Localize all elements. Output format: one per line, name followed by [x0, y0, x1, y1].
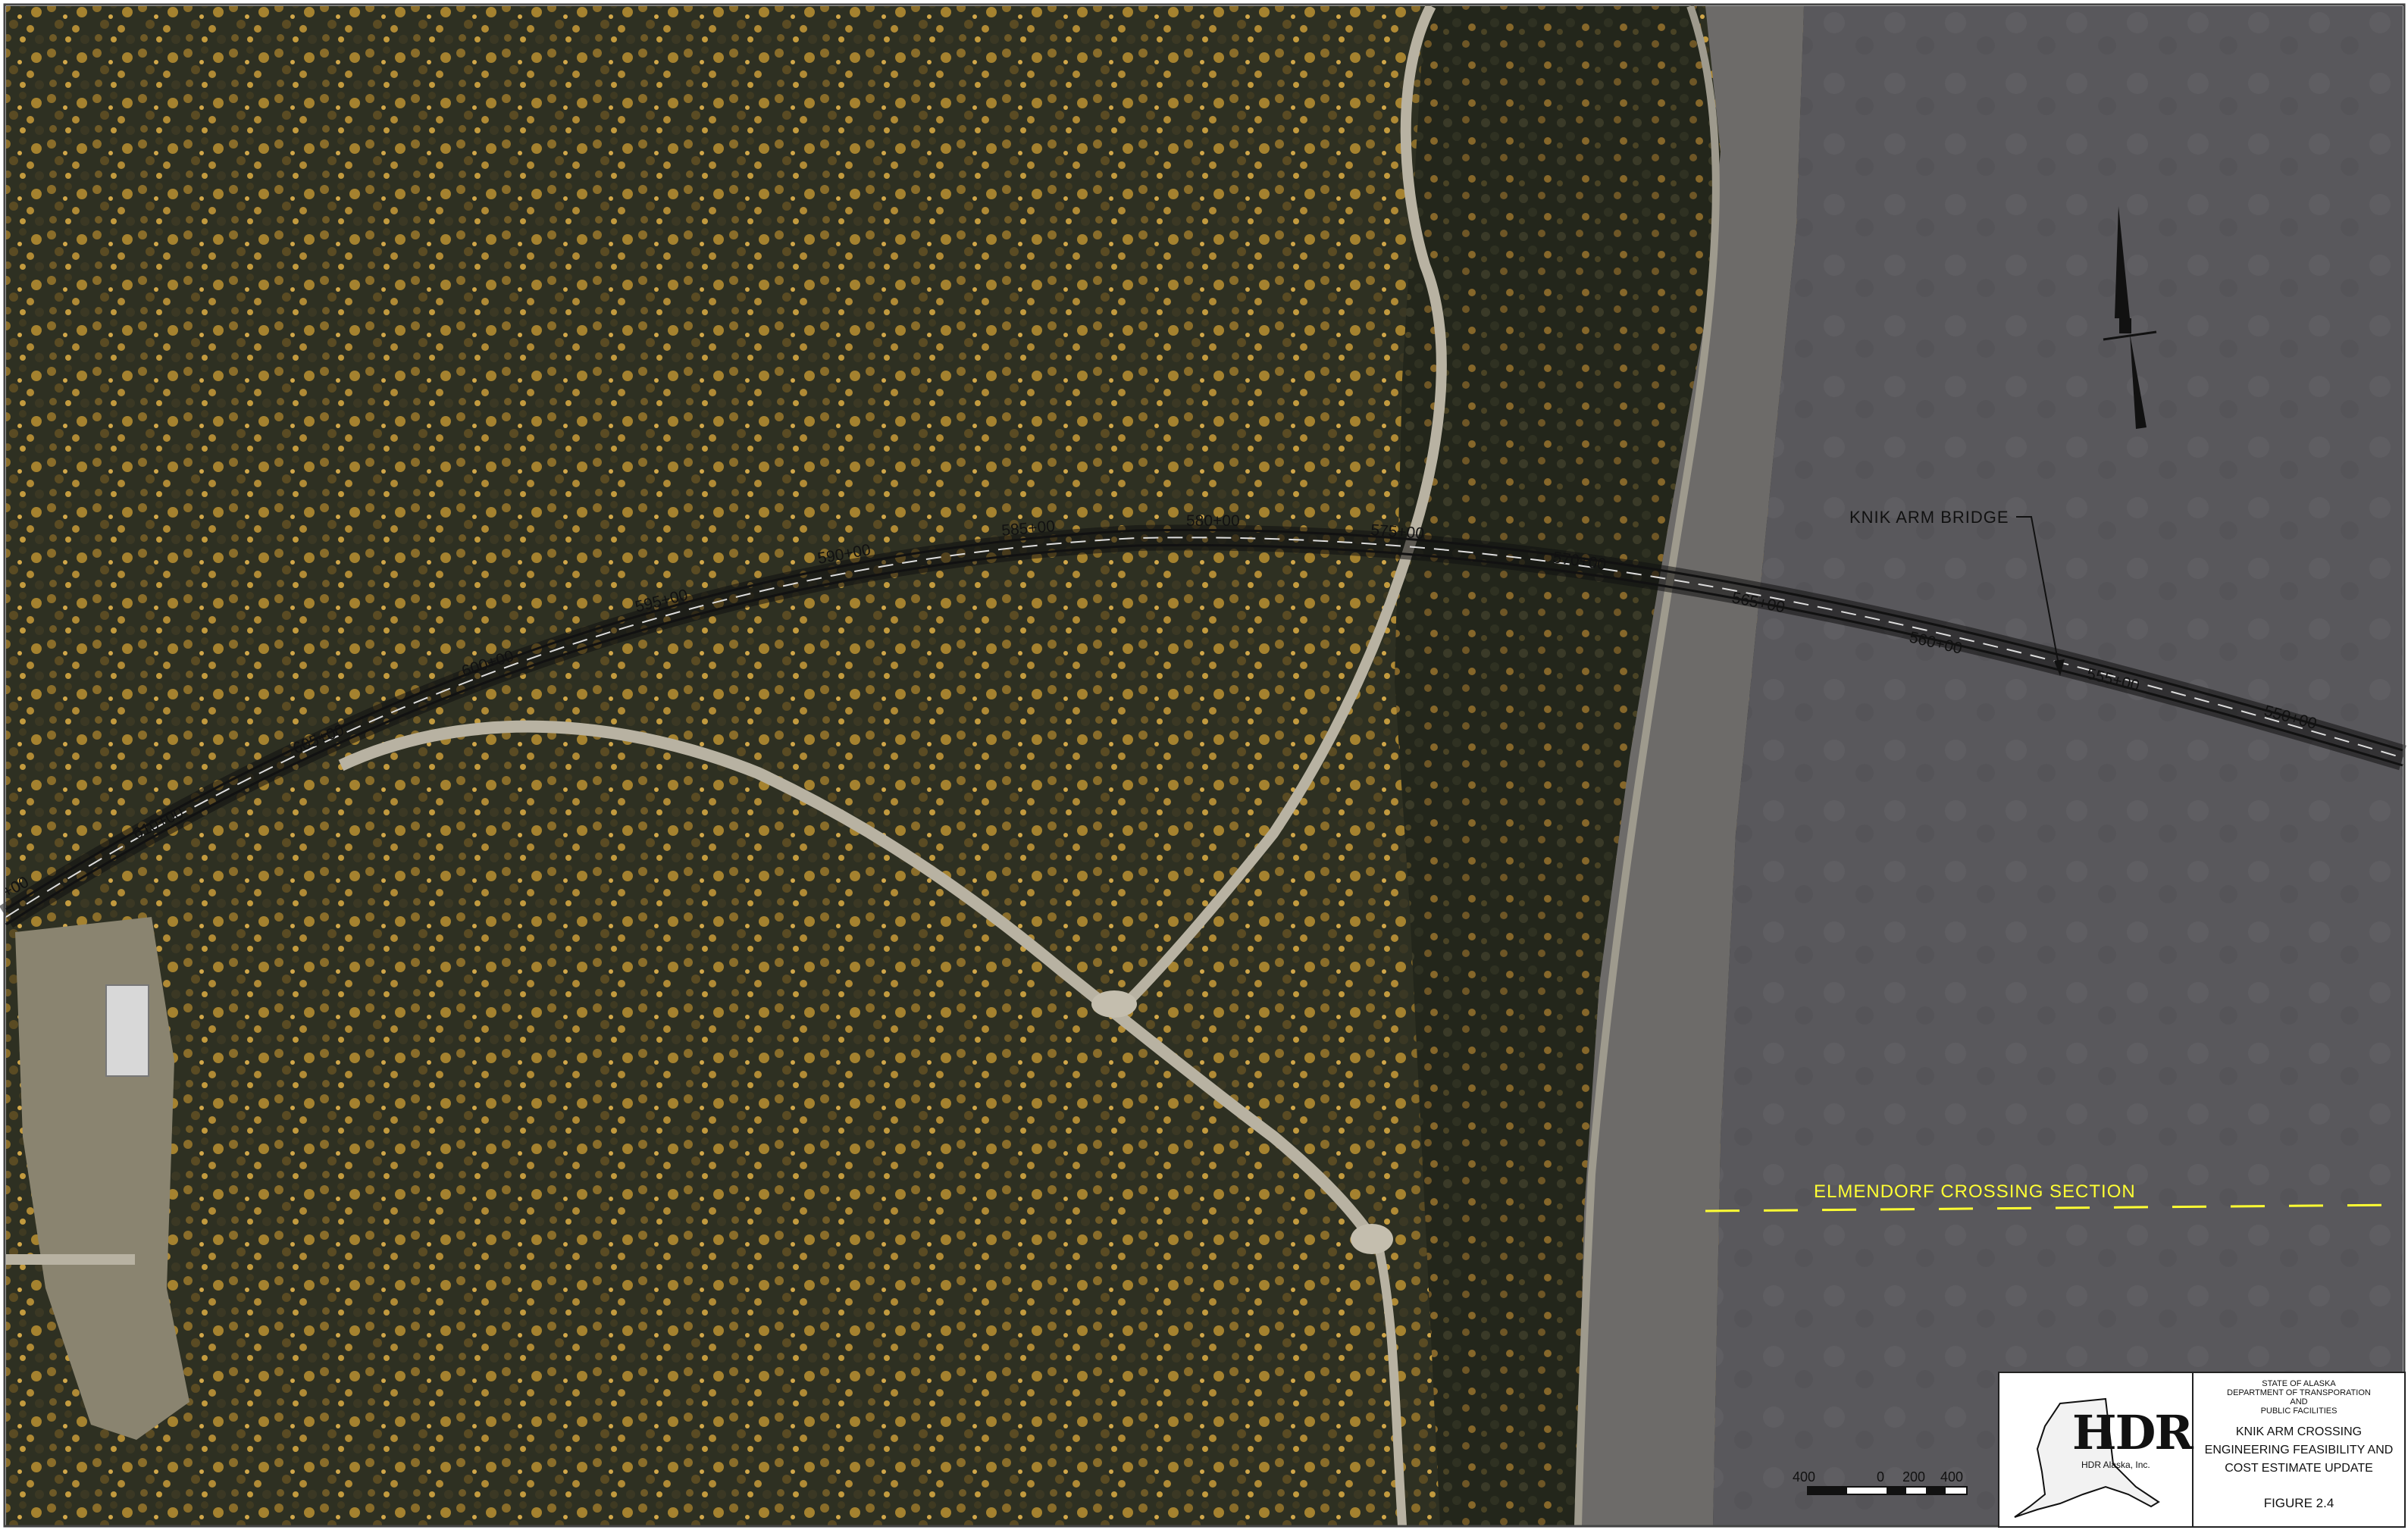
- scale-label: 200: [1902, 1469, 1925, 1485]
- project-line: KNIK ARM CROSSING: [2235, 1425, 2363, 1438]
- bridge-callout-label: KNIK ARM BRIDGE: [1849, 508, 2009, 527]
- scale-bar: 400 0 200 400: [1793, 1469, 1968, 1495]
- station-label: 575+00: [1370, 521, 1425, 543]
- scale-label: 400: [1940, 1469, 1963, 1485]
- side-road: [6, 1254, 135, 1265]
- bridge-alignment: [0, 524, 2406, 928]
- project-line: COST ESTIMATE UPDATE: [2225, 1462, 2373, 1475]
- figure-number: FIGURE 2.4: [2263, 1496, 2334, 1510]
- title-block: HDR HDR Alaska, Inc. STATE OF ALASKA DEP…: [1998, 1372, 2406, 1528]
- agency-line: STATE OF ALASKA: [2262, 1379, 2336, 1388]
- alaska-outline-icon: [2014, 1397, 2160, 1518]
- agency-line: AND: [2290, 1397, 2308, 1406]
- coastal-forest: [1395, 6, 1721, 1525]
- map-border: [3, 3, 2406, 1528]
- mudflat: [1577, 6, 1804, 1525]
- scale-label: 0: [1877, 1469, 1884, 1485]
- north-arrow-icon: [2103, 206, 2157, 429]
- building: [105, 984, 149, 1077]
- station-label: 580+00: [1186, 512, 1240, 530]
- project-line: ENGINEERING FEASIBILITY AND: [2204, 1444, 2394, 1456]
- bridge-callout-leader: [2016, 516, 2061, 674]
- hdr-logo-subtitle: HDR Alaska, Inc.: [2081, 1460, 2150, 1470]
- title-text-panel: STATE OF ALASKA DEPARTMENT OF TRANSPORAT…: [2194, 1373, 2404, 1526]
- agency-line: PUBLIC FACILITIES: [2260, 1406, 2338, 1416]
- agency-line: DEPARTMENT OF TRANSPORATION: [2227, 1388, 2371, 1397]
- scale-label: 400: [1793, 1469, 1815, 1485]
- bridge-callout-arrowhead: [2054, 659, 2065, 676]
- road-intersection: [1091, 990, 1137, 1018]
- knik-arm-water: [1713, 6, 2403, 1525]
- south-road: [1375, 1249, 1407, 1526]
- road-bend: [1351, 1224, 1393, 1254]
- curved-road: [338, 720, 1385, 1254]
- logo-panel: HDR HDR Alaska, Inc.: [1999, 1373, 2194, 1526]
- project-title: KNIK ARM CROSSING ENGINEERING FEASIBILIT…: [2205, 1423, 2394, 1478]
- bluff-edge: [1574, 5, 1720, 1526]
- elmendorf-section-label: ELMENDORF CROSSING SECTION: [1814, 1181, 2136, 1202]
- hdr-logo: HDR: [2072, 1405, 2194, 1460]
